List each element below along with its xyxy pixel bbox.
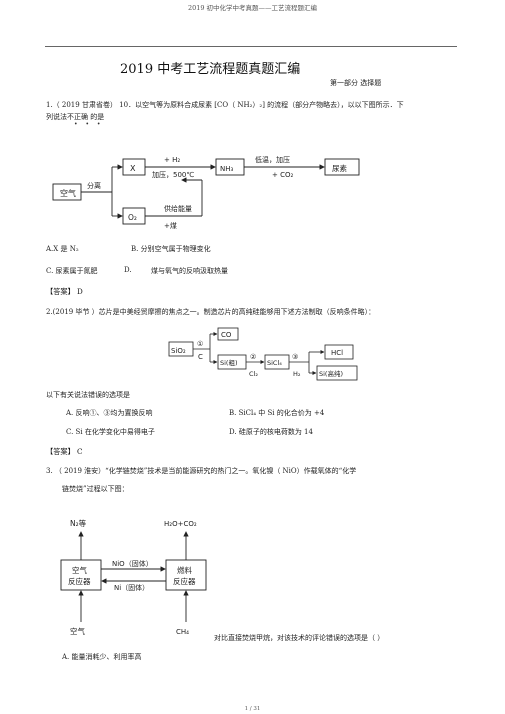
q2-si-crude-label: Si(粗) xyxy=(220,358,238,367)
q3-flow-diagram: N₂等 H₂O+CO₂ 空气 反应器 燃料 反应器 NiO（固体） Ni（固体）… xyxy=(60,518,207,636)
q1-nh3-label: NH₃ xyxy=(220,165,234,173)
q1-air-label: 空气 xyxy=(60,188,76,198)
page-number: 1 / 31 xyxy=(244,706,261,712)
q1-option-c: C. 尿素属于氮肥 xyxy=(46,267,98,275)
q1-option-d-label: D. xyxy=(124,266,132,274)
section-label: 第一部分 选择题 xyxy=(330,79,382,87)
q2-si-pure-label: Si(高纯) xyxy=(319,369,343,378)
q1-x-label: X xyxy=(130,164,136,173)
q3-air-reactor-label-2: 反应器 xyxy=(68,576,91,586)
q3-air-label: 空气 xyxy=(70,626,85,636)
q1-h2-label: + H₂ xyxy=(164,156,180,164)
q2-hcl-box xyxy=(324,344,354,360)
q2-c-label: C xyxy=(198,353,203,361)
q2-step1-label: ① xyxy=(197,340,203,348)
q2-si-pure-box xyxy=(316,365,358,381)
q1-answer: 【答案】 D xyxy=(46,287,83,296)
q2-h2-label: H₂ xyxy=(293,370,301,378)
q2-option-a: A. 反响①、③均为置换反响 xyxy=(66,409,153,417)
q2-option-d: D. 硅原子的核电荷数为 14 xyxy=(229,428,313,436)
q1-urea-label: 尿素 xyxy=(332,163,347,173)
q3-nio-label: NiO（固体） xyxy=(112,559,153,568)
document-title: 2019 中考工艺流程题真题汇编 xyxy=(120,62,301,77)
q1-o2-label: O₂ xyxy=(128,213,137,222)
q2-flow-diagram: SiO₂ ① C CO Si(粗) ② Cl₂ SiCl₄ ③ H₂ HCl S… xyxy=(168,327,358,381)
q2-answer: 【答案】 C xyxy=(46,447,83,456)
q2-sio2-label: SiO₂ xyxy=(171,347,186,355)
q1-cond1-label: 加压，500℃ xyxy=(152,170,194,179)
q1-cond2-label: 低温，加压 xyxy=(255,155,290,164)
q1-urea-box xyxy=(324,158,360,176)
q1-option-a: A.X 是 N₂ xyxy=(46,245,79,253)
q3-out2-label: H₂O+CO₂ xyxy=(164,520,197,528)
q3-stem-line1: 3. （ 2019 淮安）“化学链焚烧”技术是当前能源研究的热门之一。氧化镍（ … xyxy=(46,467,357,475)
q3-ni-label: Ni（固体） xyxy=(114,583,149,592)
q2-intro: 以下有关说法错误的选项是 xyxy=(46,391,130,399)
header-rule xyxy=(45,46,457,47)
q3-n2-label: N₂等 xyxy=(70,518,87,528)
q1-stem-line1: 1.（ 2019 甘肃省卷） 10．以空气等为原料合成尿素 [CO（ NH₂）₂… xyxy=(46,101,404,109)
q2-step3-label: ③ xyxy=(292,353,298,361)
q2-co-label: CO xyxy=(221,331,232,339)
q1-flow-diagram: 空气 分离 X O₂ + H₂ 加压，500℃ NH₃ 低温，加压 + CO₂ … xyxy=(52,155,360,230)
q2-option-c: C. Si 在化学变化中易得电子 xyxy=(66,428,155,436)
q2-option-b: B. SiCl₄ 中 Si 的化合价为 +4 xyxy=(229,409,325,417)
q1-separate-label: 分离 xyxy=(87,181,101,190)
q1-co2-label: + CO₂ xyxy=(272,171,293,179)
q2-co-box xyxy=(217,327,239,341)
q2-stem: 2.(2019 毕节 ）芯片是中美经贸摩擦的焦点之一。制造芯片的高纯硅能够用下述… xyxy=(46,308,376,316)
q2-cl2-label: Cl₂ xyxy=(249,370,258,378)
q3-fuel-reactor-label-1: 燃料 xyxy=(177,565,192,575)
q1-energy-label: 供给能量 xyxy=(164,204,192,213)
q1-coal-label: +煤 xyxy=(164,221,177,230)
q3-stem-line2: 链焚烧”过程以下图： xyxy=(62,485,129,493)
q1-emphasis-dots: • • • xyxy=(74,121,104,128)
q1-option-b: B. 分别空气属于物理变化 xyxy=(131,245,211,253)
q2-hcl-label: HCl xyxy=(331,349,343,357)
q3-air-reactor-label-1: 空气 xyxy=(72,565,87,575)
q3-option-a: A. 能量消耗少、利用率高 xyxy=(62,653,142,661)
q1-stem-line2: 列说法不正确 的是 xyxy=(46,113,105,121)
q1-option-d: 煤与氧气的反响汲取热量 xyxy=(151,267,228,275)
q3-ch4-label: CH₄ xyxy=(176,628,189,636)
page-header: 2019 初中化学中考真题——工艺流程题汇编 xyxy=(187,4,318,12)
q3-fuel-reactor-label-2: 反应器 xyxy=(173,576,196,586)
q2-step2-label: ② xyxy=(250,353,256,361)
q3-compare: 对比直接焚烧甲烷，对该技术的评论错误的选项是（ ） xyxy=(214,634,385,642)
q2-sicl4-label: SiCl₄ xyxy=(267,359,282,367)
